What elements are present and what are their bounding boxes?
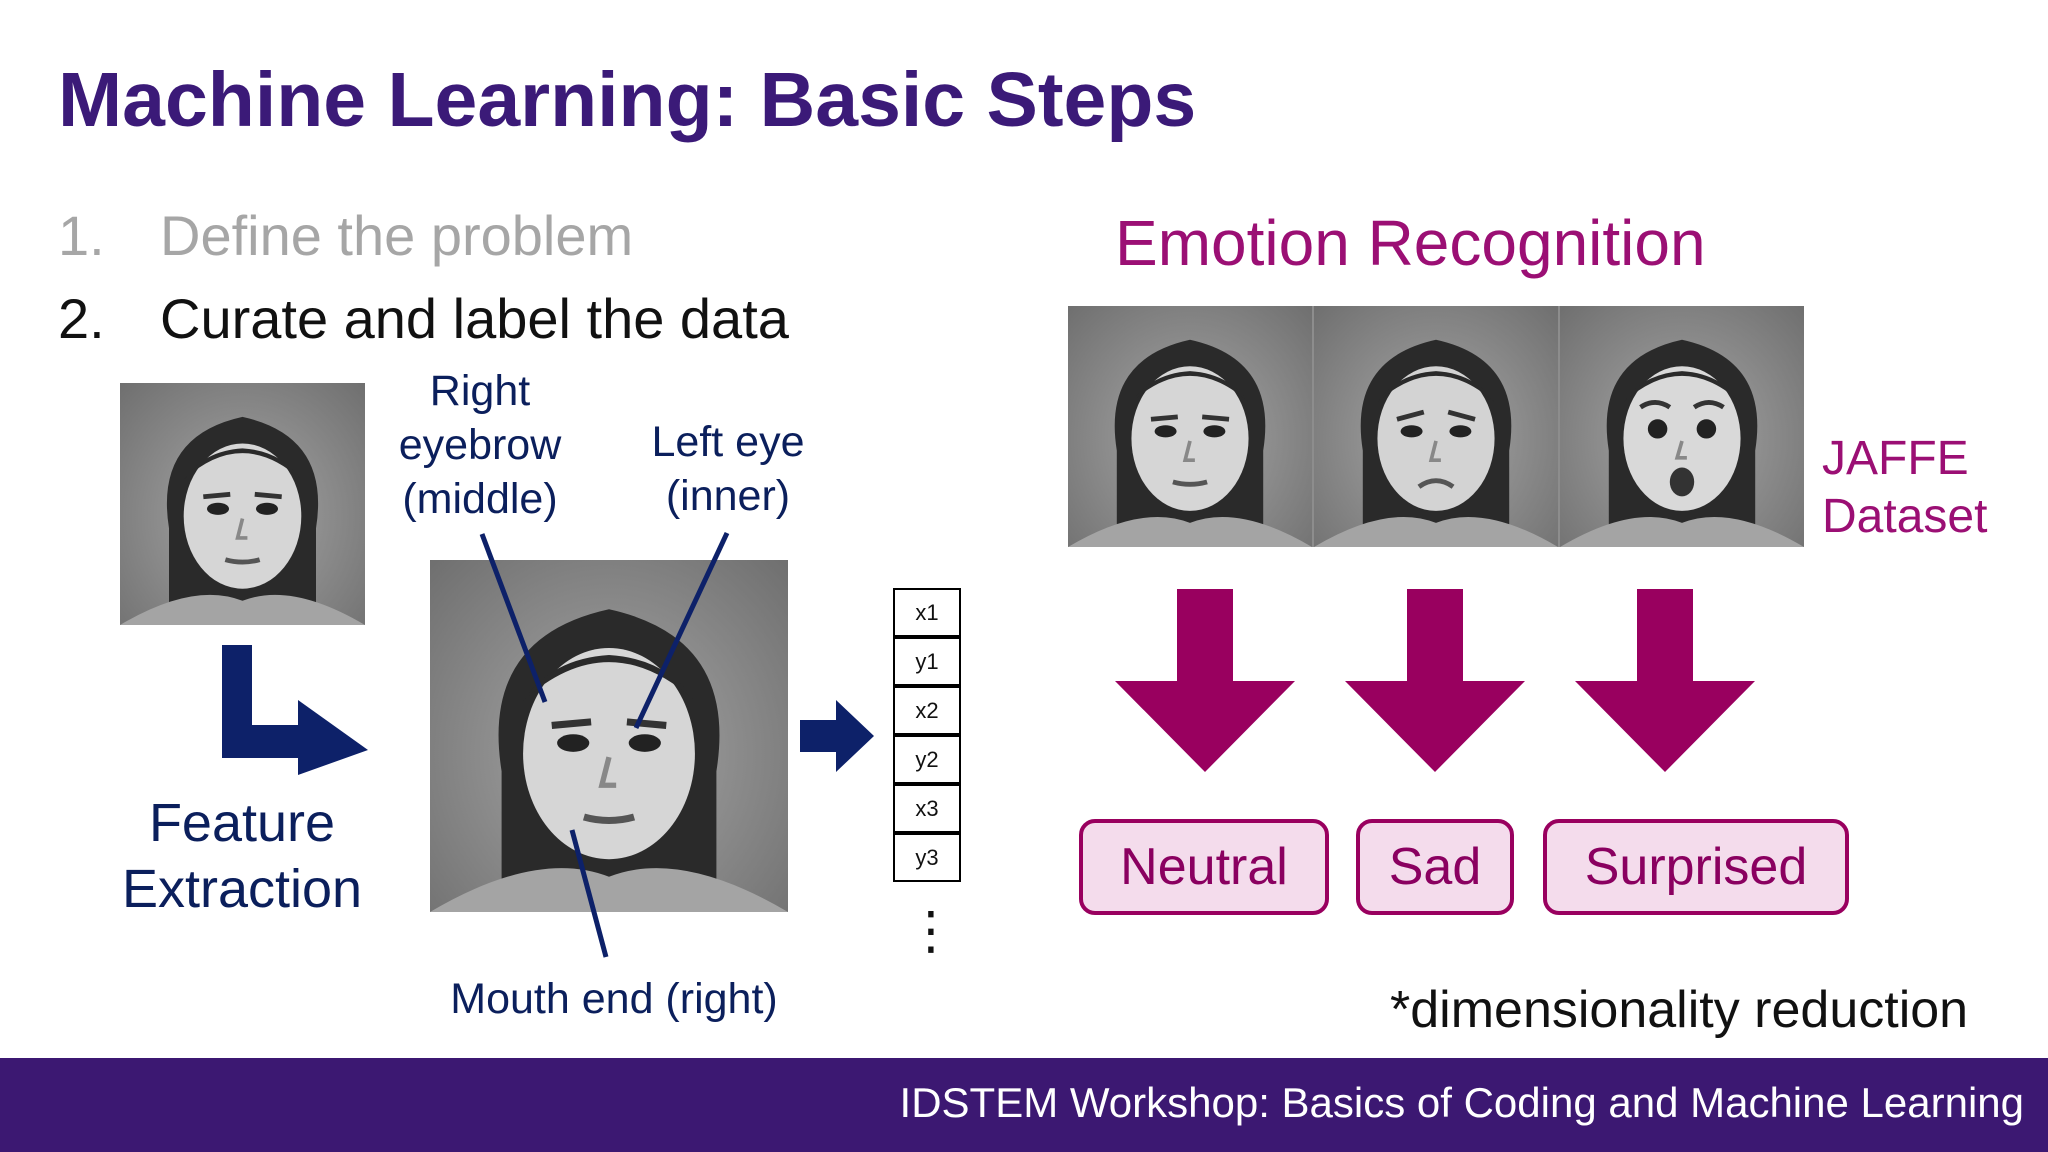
right-eyebrow-line-3: (middle) (402, 475, 558, 523)
annotation-pointers (479, 531, 730, 958)
feature-extraction-line-1: Feature (148, 793, 336, 853)
jaffe-dataset-label: JAFFE Dataset (1822, 430, 1987, 546)
jaffe-photo-surprised (1560, 306, 1804, 547)
right-eyebrow-label: Right eyebrow (middle) (390, 364, 570, 526)
step-1: 1. Define the problem (58, 205, 633, 267)
jaffe-photo-neutral (1068, 306, 1312, 547)
vector-cell: y1 (893, 637, 961, 686)
jaffe-photo-sad (1314, 306, 1558, 547)
elbow-arrow-icon (222, 645, 368, 775)
vector-cell: x3 (893, 784, 961, 833)
feature-extraction-line-2: Extraction (121, 859, 363, 919)
face-sad-illustration (1314, 306, 1558, 547)
down-arrow-icon (1115, 589, 1295, 772)
step-1-text: Define the problem (160, 204, 634, 267)
left-eye-pointer (633, 531, 730, 730)
vector-ellipsis: ⋮ (905, 902, 957, 960)
emotion-recognition-title: Emotion Recognition (1115, 207, 1706, 279)
left-eye-label: Left eye (inner) (628, 415, 828, 523)
vector-cell: y3 (893, 833, 961, 882)
face-surprised-illustration (1560, 306, 1804, 547)
step-2: 2. Curate and label the data (58, 288, 789, 350)
left-eye-line-1: Left eye (651, 418, 805, 466)
footnote: *dimensionality reduction (1390, 981, 1969, 1039)
step-2-number: 2. (58, 287, 105, 350)
jaffe-photo-strip (1068, 306, 1804, 547)
right-arrow-icon (800, 700, 874, 772)
dataset-label-line-2: Dataset (1822, 490, 1988, 543)
face-neutral-illustration (1068, 306, 1312, 547)
vector-cell: x2 (893, 686, 961, 735)
right-eyebrow-line-1: Right (429, 367, 531, 415)
emotion-label-neutral: Neutral (1079, 819, 1329, 915)
feature-extraction-label: Feature Extraction (92, 790, 392, 922)
footer-text: IDSTEM Workshop: Basics of Coding and Ma… (899, 1079, 2024, 1126)
slide-title: Machine Learning: Basic Steps (58, 57, 1197, 143)
emotion-label-surprised: Surprised (1543, 819, 1849, 915)
mouth-end-label: Mouth end (right) (450, 975, 778, 1023)
face-photo-small (120, 383, 365, 625)
vector-cell: x1 (893, 588, 961, 637)
down-arrow-icon (1575, 589, 1755, 772)
step-2-text: Curate and label the data (160, 287, 789, 350)
left-eye-line-2: (inner) (665, 472, 791, 520)
footer-bar: IDSTEM Workshop: Basics of Coding and Ma… (0, 1058, 2048, 1152)
mouth-end-pointer (569, 829, 609, 958)
step-1-number: 1. (58, 204, 105, 267)
emotion-label-sad: Sad (1356, 819, 1514, 915)
dataset-label-line-1: JAFFE (1822, 432, 1969, 485)
down-arrow-icon (1345, 589, 1525, 772)
vector-cell: y2 (893, 735, 961, 784)
right-eyebrow-pointer (479, 533, 548, 703)
right-eyebrow-line-2: eyebrow (398, 421, 562, 469)
face-photo-large (430, 560, 788, 912)
